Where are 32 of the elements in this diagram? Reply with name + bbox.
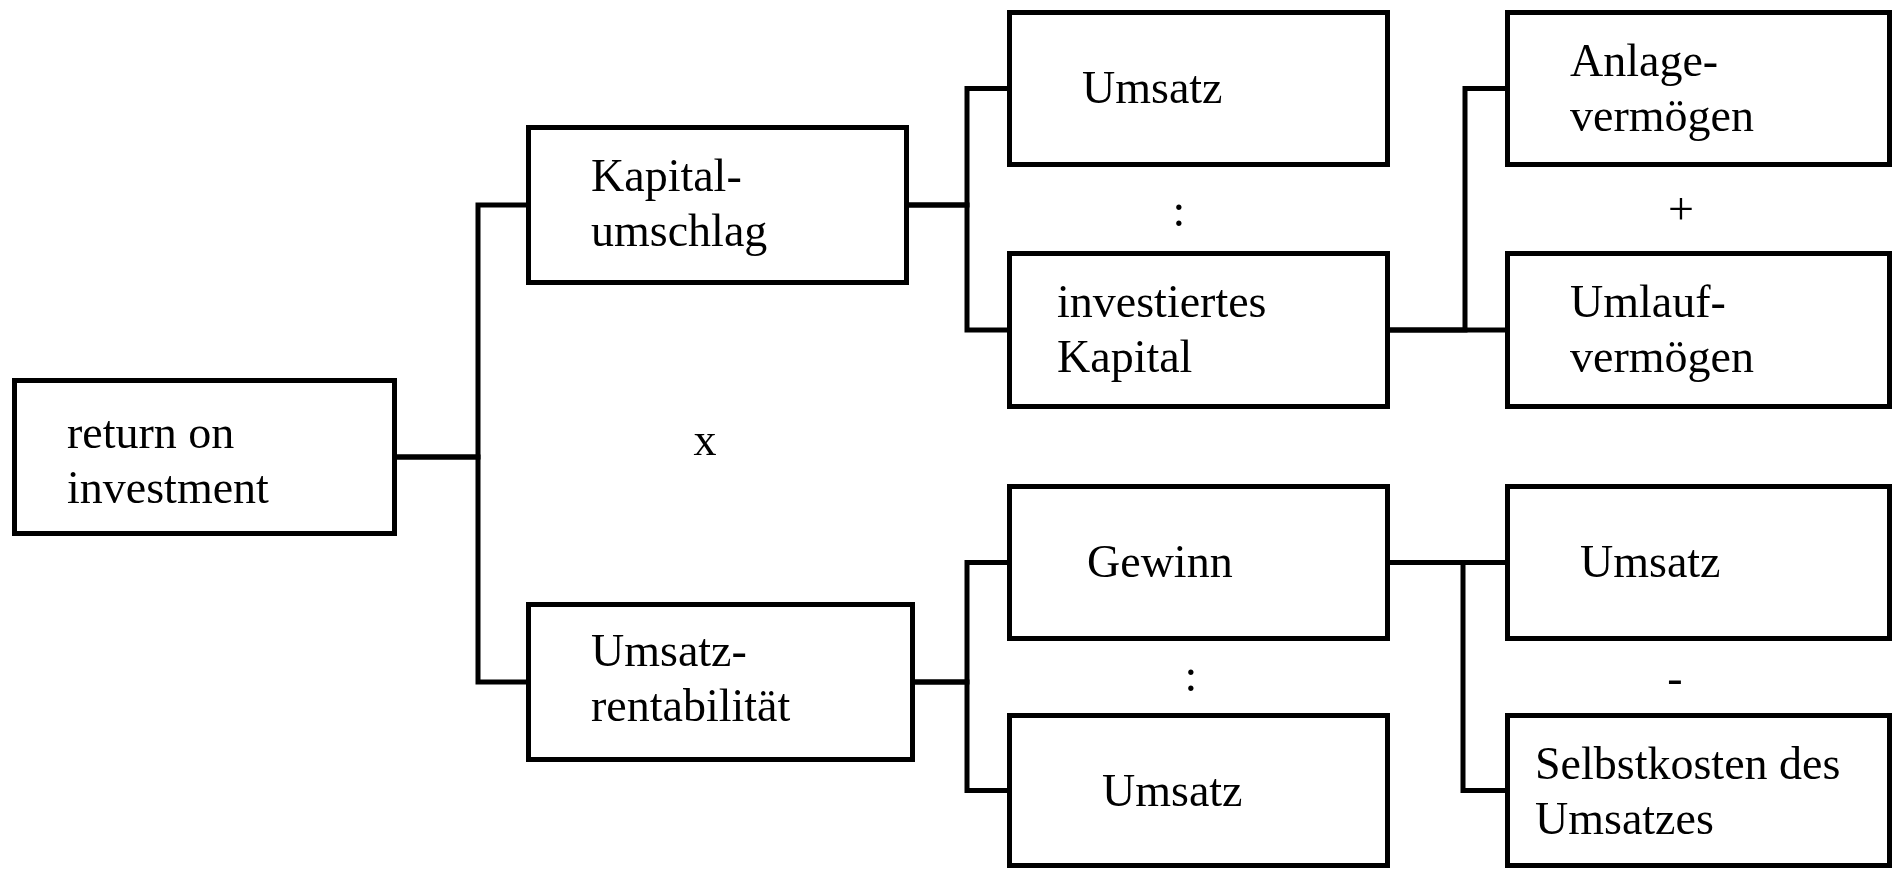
box-label: Umsatz — [1580, 535, 1722, 589]
box-label: Umsatz — [1082, 61, 1224, 115]
box-label: Anlage- vermögen — [1570, 34, 1755, 144]
process-box — [1505, 251, 1892, 409]
connector-line — [915, 679, 1007, 793]
box-label: Kapital- umschlag — [591, 149, 769, 259]
box-label: Gewinn — [1087, 535, 1234, 589]
box-label: Umsatz — [1102, 764, 1244, 818]
connector-line — [1390, 560, 1505, 793]
process-box — [1505, 10, 1892, 167]
process-box — [1007, 251, 1390, 409]
process-box — [12, 378, 397, 536]
box-label: investiertes Kapital — [1057, 275, 1268, 385]
box-label: return on investment — [67, 406, 270, 516]
operator-label: x — [693, 412, 717, 466]
box-label: Umlauf- vermögen — [1570, 275, 1755, 385]
operator-label: - — [1667, 650, 1683, 704]
process-box — [1007, 713, 1390, 868]
operator-label: : — [1184, 648, 1198, 702]
connector-line — [909, 202, 1007, 333]
process-box — [526, 602, 915, 762]
process-box — [1505, 484, 1892, 641]
connector-line — [397, 454, 526, 685]
process-box — [526, 125, 909, 285]
process-box — [1007, 10, 1390, 167]
process-box — [1007, 484, 1390, 641]
box-label: Umsatz- rentabilität — [591, 624, 792, 734]
operator-label: : — [1172, 183, 1186, 237]
process-box — [1505, 713, 1892, 868]
connector-line — [1390, 327, 1505, 333]
operator-label: + — [1668, 181, 1694, 235]
box-label: Selbstkosten des Umsatzes — [1535, 737, 1842, 847]
